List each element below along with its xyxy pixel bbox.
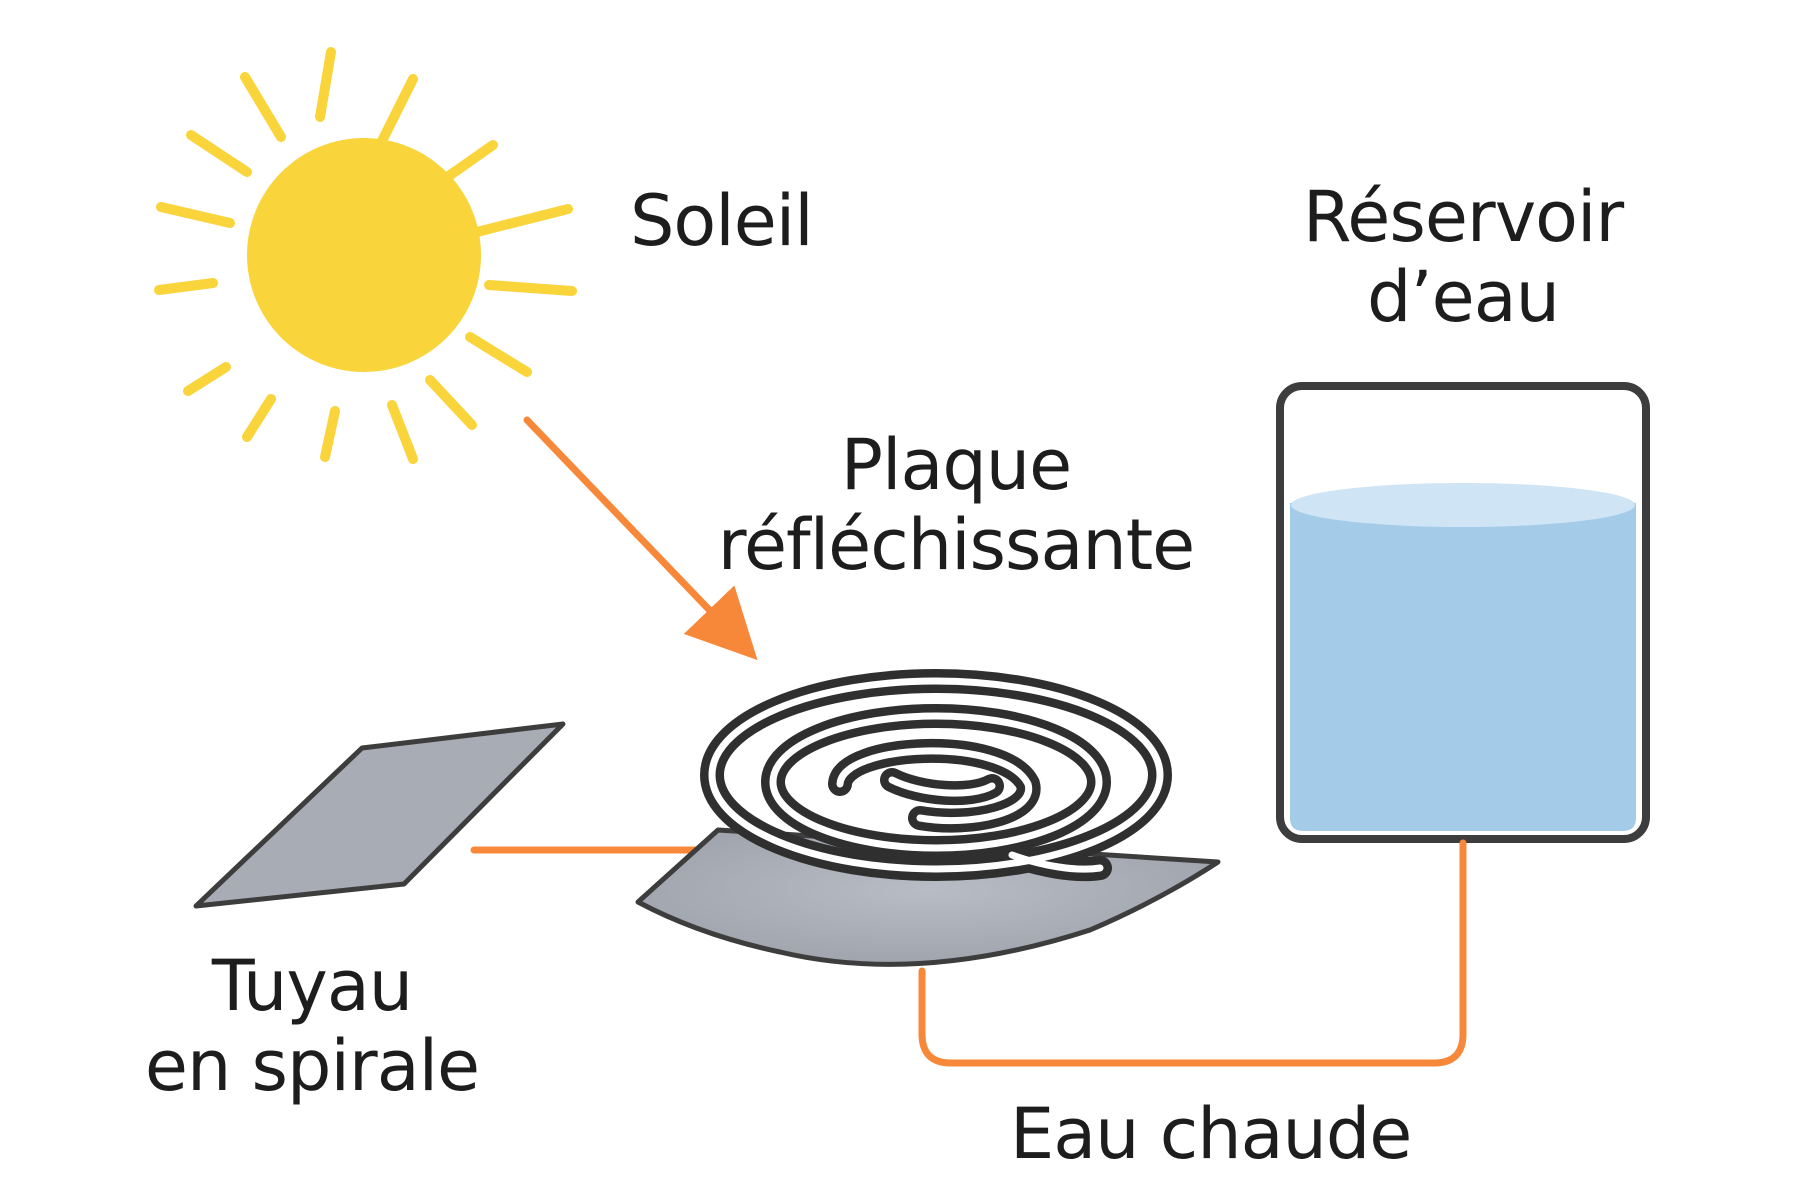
spiral-pipe [700, 669, 1172, 882]
reservoir-label-line2: d’eau [1366, 256, 1560, 338]
hot-water-label: Eau chaude [1010, 1093, 1412, 1175]
sun-icon [154, 47, 577, 464]
pipe-label-line2: en spirale [144, 1025, 480, 1107]
sunlight-arrow [523, 416, 758, 661]
water-surface [1291, 483, 1635, 527]
plate-label-line2: réfléchissante [717, 504, 1195, 586]
sun-disc [247, 138, 481, 372]
plate-label: Plaque réfléchissante [700, 425, 1212, 585]
reservoir-water [1290, 489, 1636, 831]
sun-label: Soleil [630, 180, 814, 262]
sun-rays [154, 47, 577, 464]
reflective-plate-small [193, 721, 566, 909]
pipe-label-line1: Tuyau [211, 945, 413, 1027]
water-reservoir-icon [1276, 382, 1650, 843]
reservoir-label-line1: Réservoir [1302, 176, 1624, 258]
reservoir-label: Réservoir d’eau [1280, 177, 1646, 337]
plate-label-line1: Plaque [840, 424, 1072, 506]
hot-water-pipe [918, 839, 1467, 1067]
pipe-label: Tuyau en spirale [132, 946, 492, 1106]
